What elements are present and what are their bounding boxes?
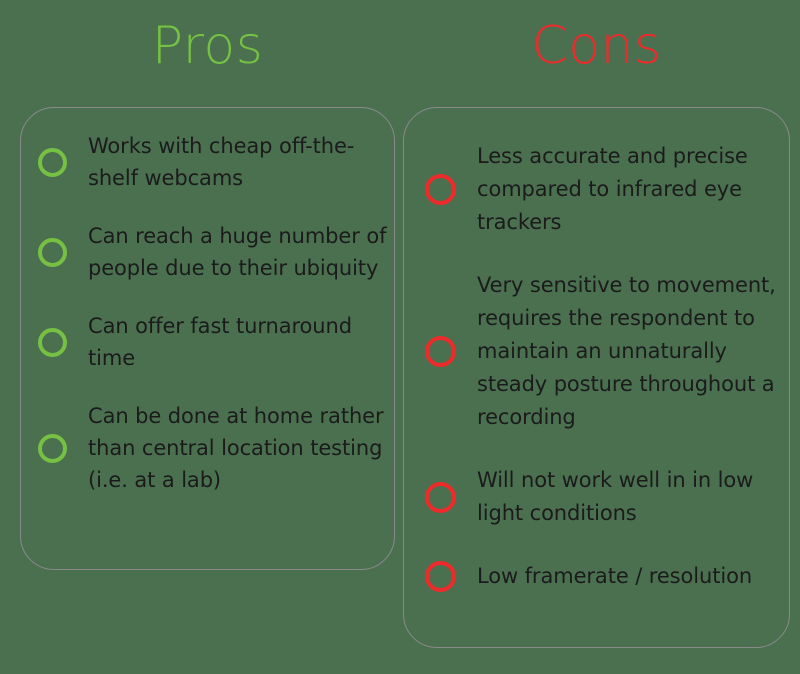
- list-item-label: Low framerate / resolution: [477, 564, 753, 588]
- circle-outline-icon: [425, 174, 456, 205]
- list-item-label: Less accurate and precise compared to in…: [477, 144, 748, 234]
- list-item: Less accurate and precise compared to in…: [425, 140, 785, 239]
- list-item: Can reach a huge number of people due to…: [38, 220, 388, 284]
- circle-outline-icon: [425, 481, 456, 513]
- list-item: Will not work well in in low light condi…: [425, 464, 785, 530]
- cons-card: [403, 107, 790, 648]
- list-item: Low framerate / resolution: [425, 560, 785, 593]
- list-item-label: Works with cheap off-the-shelf webcams: [88, 134, 355, 190]
- list-item: Works with cheap off-the-shelf webcams: [38, 130, 388, 194]
- cons-list: Less accurate and precise compared to in…: [425, 140, 785, 593]
- pros-heading: Pros: [151, 16, 264, 76]
- pros-card: [20, 107, 395, 570]
- list-item-label: Will not work well in in low light condi…: [477, 468, 754, 525]
- circle-outline-icon: [38, 327, 67, 357]
- list-item: Very sensitive to movement, requires the…: [425, 269, 785, 434]
- cons-heading: Cons: [531, 16, 662, 76]
- list-item: Can be done at home rather than central …: [38, 400, 388, 496]
- circle-outline-icon: [425, 336, 456, 367]
- circle-outline-icon: [38, 237, 67, 267]
- list-item-label: Can offer fast turnaround time: [88, 314, 352, 370]
- list-item: Can offer fast turnaround time: [38, 310, 388, 374]
- circle-outline-icon: [38, 147, 67, 177]
- circle-outline-icon: [425, 561, 456, 592]
- pros-list: Works with cheap off-the-shelf webcams C…: [38, 130, 388, 496]
- list-item-label: Can be done at home rather than central …: [88, 404, 384, 492]
- circle-outline-icon: [38, 433, 67, 463]
- list-item-label: Very sensitive to movement, requires the…: [477, 273, 776, 429]
- list-item-label: Can reach a huge number of people due to…: [88, 224, 387, 280]
